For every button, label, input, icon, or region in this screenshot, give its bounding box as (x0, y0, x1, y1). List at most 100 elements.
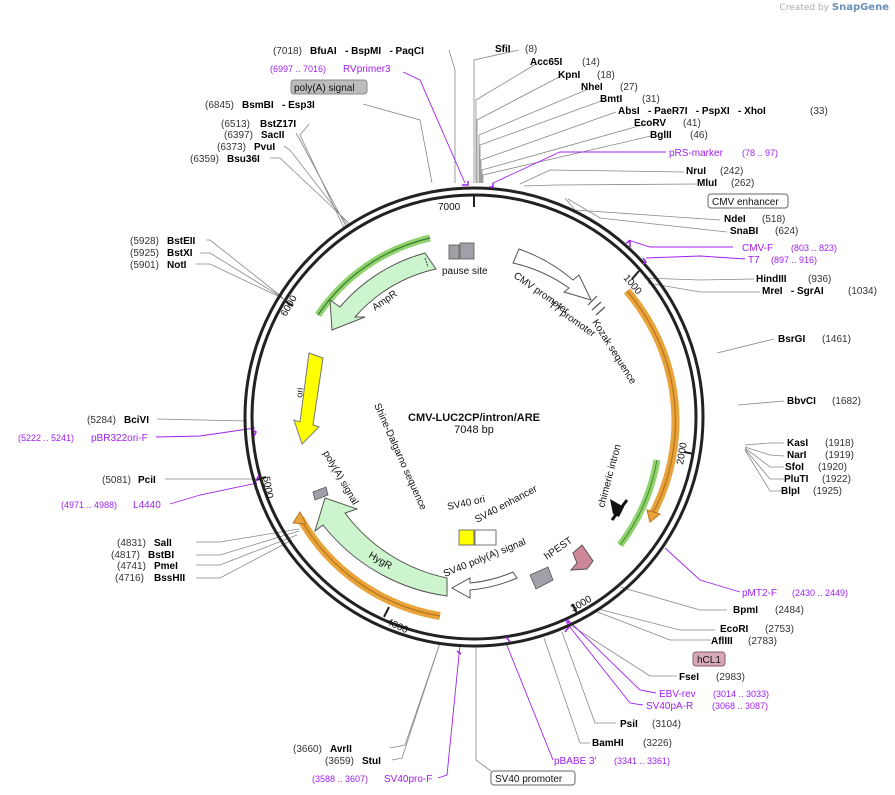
enzyme-label-fsei: FseI (679, 672, 699, 683)
enzyme-label-sacii: SacII (261, 130, 285, 141)
enzyme-pos-noti: (5901) (130, 260, 159, 271)
enzyme-label-ndei: NdeI (724, 214, 746, 225)
snapgene-watermark: Created by SnapGene (779, 2, 889, 13)
enzyme-label-sali: SalI (154, 538, 172, 549)
primer-label-sv40pro-f: SV40pro-F (384, 774, 432, 785)
enzyme-label-bstz17i: BstZ17I (260, 119, 296, 130)
enzyme-label-snabi: SnaBI (730, 226, 759, 237)
ampr-arrow (329, 252, 437, 331)
enzyme-label-mrei-group: MreI - SgrAI (762, 286, 824, 297)
polya-signal-box (290, 79, 368, 95)
primer-label-pbabe3: pBABE 3' (554, 756, 597, 767)
enzyme-label-kasi: KasI (787, 438, 808, 449)
sv40-polya-arrow (450, 571, 518, 599)
feature-label-pause-site: pause site (442, 266, 488, 277)
feature-label-chimeric-intron: chimeric intron (596, 443, 623, 509)
enzyme-label-nhei: NheI (581, 82, 603, 93)
enzyme-label-hindiii: HindIII (756, 274, 787, 285)
enzyme-pos-pmei: (4741) (117, 561, 146, 572)
boxed-label-cmv-enhancer: CMV enhancer (712, 197, 779, 208)
feature-arcs (292, 234, 680, 620)
enzyme-pos-avrii: (3660) (293, 744, 322, 755)
enzyme-pos-mlui: (262) (731, 178, 754, 189)
enzyme-label-bstbi: BstBI (148, 550, 174, 561)
enzyme-label-sfii: SfiI (495, 44, 511, 55)
enzyme-pos-bsshii: (4716) (115, 573, 144, 584)
enzyme-pos-bsteii: (5928) (130, 236, 159, 247)
primer-range-ebv-rev: (3014 .. 3033) (713, 689, 769, 699)
created-by-text: Created by (779, 3, 829, 13)
primer-range-l4440: (4971 .. 4988) (61, 500, 117, 510)
feature-arrows (293, 242, 629, 599)
enzyme-pos-sfii: (8) (525, 44, 537, 55)
primer-range-pbabe3: (3341 .. 3361) (614, 756, 670, 766)
enzyme-label-nari: NarI (787, 450, 807, 461)
enzyme-pos-bpmi: (2484) (775, 605, 804, 616)
enzyme-pos-nrui: (242) (720, 166, 743, 177)
enzyme-pos-bsu36i: (6359) (190, 154, 219, 165)
enzyme-label-absi-group: AbsI - PaeR7I - PspXI - XhoI (618, 106, 766, 117)
enzyme-label-stui: StuI (362, 756, 381, 767)
feature-label-kozak: Kozak sequence (589, 318, 638, 387)
enzyme-pos-sacii: (6397) (224, 130, 253, 141)
enzyme-pos-absi-group: (33) (810, 106, 828, 117)
plasmid-size: 7048 bp (454, 424, 494, 436)
enzyme-label-acc65i: Acc65I (530, 57, 562, 68)
sv40-promoter-box (490, 770, 576, 786)
primer-range-rvprimer3: (6997 .. 7016) (270, 64, 326, 74)
enzyme-pos-bglii: (46) (690, 130, 708, 141)
primer-label-pmt2-f: pMT2-F (742, 588, 777, 599)
enzyme-pos-hindiii: (936) (808, 274, 831, 285)
enzyme-label-bstxi: BstXI (167, 248, 193, 259)
enzyme-pos-pluti: (1922) (822, 474, 851, 485)
enzyme-pos-kasi: (1918) (825, 438, 854, 449)
primer-label-ebv-rev: EBV-rev (659, 689, 696, 700)
feature-label-sv40-ori: SV40 ori (446, 494, 486, 513)
enzyme-pos-bsrgi: (1461) (822, 334, 851, 345)
enzyme-pos-bcivi: (5284) (87, 415, 116, 426)
enzyme-pos-sali: (4831) (117, 538, 146, 549)
enzyme-label-bamhi: BamHI (592, 738, 624, 749)
enzyme-pos-kpni: (18) (597, 70, 615, 81)
enzyme-label-nrui: NruI (686, 166, 706, 177)
enzyme-pos-stui: (3659) (325, 756, 354, 767)
enzyme-label-bfuai-group: BfuAI - BspMI - PaqCI (310, 46, 424, 57)
enzyme-label-psii: PsiI (620, 719, 638, 730)
hpest-arrow (569, 544, 594, 571)
enzyme-pos-snabi: (624) (775, 226, 798, 237)
hygr-arrow (314, 497, 448, 597)
enzyme-label-bsshii: BssHII (154, 573, 185, 584)
enzyme-pos-nari: (1919) (825, 450, 854, 461)
enzyme-pos-acc65i: (14) (582, 57, 600, 68)
hcl1-box (692, 651, 726, 667)
enzyme-pos-bstbi: (4817) (111, 550, 140, 561)
enzyme-pos-pvui: (6373) (217, 142, 246, 153)
enzyme-label-noti: NotI (167, 260, 187, 271)
enzyme-pos-blpi: (1925) (813, 486, 842, 497)
primer-lines (155, 71, 746, 779)
backbone (243, 186, 705, 648)
enzyme-pos-afliii: (2783) (748, 636, 777, 647)
enzyme-label-bbvci: BbvCI (787, 396, 816, 407)
enzyme-label-pmei: PmeI (154, 561, 178, 572)
enzyme-label-bsrgi: BsrGI (778, 334, 805, 345)
primer-label-pbr322ori-f: pBR322ori-F (91, 433, 148, 444)
primer-range-pbr322ori-f: (5222 .. 5241) (18, 433, 74, 443)
enzyme-label-bmti: BmtI (600, 94, 622, 105)
enzyme-label-ecori: EcoRI (720, 624, 749, 635)
feature-label-ori: ori (294, 387, 305, 398)
snapgene-logo-text: SnapGene (831, 2, 889, 13)
primer-label-prs-marker: pRS-marker (669, 148, 724, 159)
primer-label-sv40pa-r: SV40pA-R (646, 701, 693, 712)
enzyme-label-bsteii: BstEII (167, 236, 196, 247)
enzyme-pos-ndei: (518) (762, 214, 785, 225)
enzyme-pos-bfuai-group: (7018) (273, 46, 302, 57)
feature-label-t7-promoter: T7 promoter (546, 299, 597, 340)
enzyme-label-afliii: AflIII (711, 636, 733, 647)
enzyme-label-bglii: BglII (650, 130, 672, 141)
enzyme-pos-bstxi: (5925) (130, 248, 159, 259)
tick-label-5000: 5000 (260, 476, 275, 500)
boxed-label-hcl1: hCL1 (697, 655, 721, 666)
enzyme-pos-pcii: (5081) (102, 475, 131, 486)
